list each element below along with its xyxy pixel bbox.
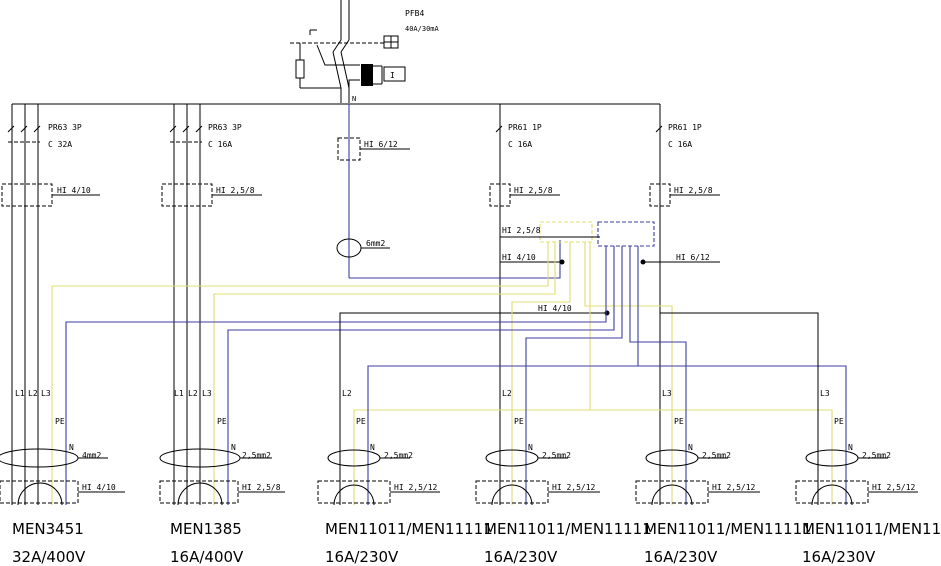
neutral-label: N	[352, 95, 356, 103]
socket-5: L3 PE N 2,5mm2 HI 2,5/12 MEN11011/MEN111…	[635, 389, 812, 566]
terminal-box	[500, 221, 720, 316]
socket-4-rating: 16A/230V	[484, 548, 558, 566]
breaker-3-rating: C 16A	[508, 140, 532, 149]
socket-1-cross-section: 4mm2	[82, 451, 101, 460]
socket-2-cross-section: 2,5mm2	[242, 451, 271, 460]
socket-5-n: N	[688, 443, 693, 452]
socket-5-pe: PE	[674, 417, 684, 426]
socket-2-gland: HI 2,5/8	[242, 483, 281, 492]
socket-4-phase: L2	[502, 389, 512, 398]
breaker-4-type: PR61 1P	[668, 123, 702, 132]
busbar	[11, 103, 661, 505]
socket-6-pe: PE	[834, 417, 844, 426]
breaker-1-type: PR63 3P	[48, 123, 82, 132]
breaker-3-type: PR61 1P	[508, 123, 542, 132]
rcd-device: I PFB4 40A/30mA N	[290, 0, 440, 103]
gland-label-hi-6-12: HI 6/12	[364, 140, 398, 149]
top-glands	[1, 137, 720, 207]
socket-3-rating: 16A/230V	[325, 548, 399, 566]
socket-5-phase: L3	[662, 389, 672, 398]
breaker-2-rating: C 16A	[208, 140, 232, 149]
gland-label-hi-2-5-8-c: HI 2,5/8	[674, 186, 713, 195]
socket-1-n: N	[69, 443, 74, 452]
socket-2-rating: 16A/400V	[170, 548, 244, 566]
socket-2-name: MEN1385	[170, 520, 242, 538]
socket-3: L2 PE N 2,5mm2 HI 2,5/12 MEN11011/MEN111…	[317, 389, 493, 566]
rcd-rating: 40A/30mA	[405, 25, 440, 33]
box-label-hi-4-10: HI 4/10	[502, 253, 536, 262]
socket-1: L1 L2 L3 PE N 4mm2 HI 4/10 MEN3451 32A/4…	[0, 389, 125, 566]
breaker-2-type: PR63 3P	[208, 123, 242, 132]
socket-1-name: MEN3451	[12, 520, 84, 538]
socket-3-gland: HI 2,5/12	[394, 483, 438, 492]
socket-2-phase-l2: L2	[188, 389, 198, 398]
mid-label-hi-4-10: HI 4/10	[538, 304, 572, 313]
breaker-contacts	[7, 125, 663, 143]
socket-6-name: MEN11011/MEN11111	[802, 520, 941, 538]
socket-1-phase-l1: L1	[15, 389, 25, 398]
gland-label-hi-2-5-8: HI 2,5/8	[216, 186, 255, 195]
socket-1-rating: 32A/400V	[12, 548, 86, 566]
socket-6-gland: HI 2,5/12	[872, 483, 916, 492]
socket-2: L1 L2 L3 PE N 2,5mm2 HI 2,5/8 MEN1385 16…	[159, 389, 285, 566]
neutral-wiring	[65, 246, 847, 505]
socket-2-phase-l1: L1	[174, 389, 184, 398]
socket-2-pe: PE	[217, 417, 227, 426]
socket-1-pe: PE	[55, 417, 65, 426]
socket-3-name: MEN11011/MEN11111	[325, 520, 493, 538]
breaker-4-rating: C 16A	[668, 140, 692, 149]
earth-conductor	[336, 104, 561, 279]
box-label-hi-2-5-8: HI 2,5/8	[502, 226, 541, 235]
rcd-label: PFB4	[405, 9, 424, 18]
socket-6-cross-section: 2,5mm2	[862, 451, 891, 460]
socket-4-n: N	[528, 443, 533, 452]
gland-label-hi-2-5-8-b: HI 2,5/8	[514, 186, 553, 195]
socket-6-phase: L3	[820, 389, 830, 398]
socket-6-rating: 16A/230V	[802, 548, 876, 566]
socket-1-gland: HI 4/10	[82, 483, 116, 492]
socket-5-gland: HI 2,5/12	[712, 483, 756, 492]
gland-label-hi-4-10: HI 4/10	[57, 186, 91, 195]
test-button-symbol: I	[390, 71, 395, 80]
socket-4-pe: PE	[514, 417, 524, 426]
socket-3-phase: L2	[342, 389, 352, 398]
socket-2-phase-l3: L3	[202, 389, 212, 398]
socket-5-name: MEN11011/MEN11111	[644, 520, 812, 538]
socket-5-cross-section: 2,5mm2	[702, 451, 731, 460]
box-label-hi-6-12: HI 6/12	[676, 253, 710, 262]
socket-1-phase-l2: L2	[28, 389, 38, 398]
socket-3-pe: PE	[356, 417, 366, 426]
socket-5-rating: 16A/230V	[644, 548, 718, 566]
socket-2-n: N	[231, 443, 236, 452]
socket-4-cross-section: 2,5mm2	[542, 451, 571, 460]
socket-3-n: N	[370, 443, 375, 452]
socket-6-n: N	[848, 443, 853, 452]
socket-4-gland: HI 2,5/12	[552, 483, 596, 492]
breaker-1-rating: C 32A	[48, 140, 72, 149]
phase-wiring	[339, 312, 819, 505]
pe-wiring	[51, 242, 833, 505]
socket-1-phase-l3: L3	[41, 389, 51, 398]
earth-cable-size: 6mm2	[366, 239, 385, 248]
socket-4: L2 PE N 2,5mm2 HI 2,5/12 MEN11011/MEN111…	[475, 389, 652, 566]
socket-4-name: MEN11011/MEN11111	[484, 520, 652, 538]
socket-3-cross-section: 2,5mm2	[384, 451, 413, 460]
